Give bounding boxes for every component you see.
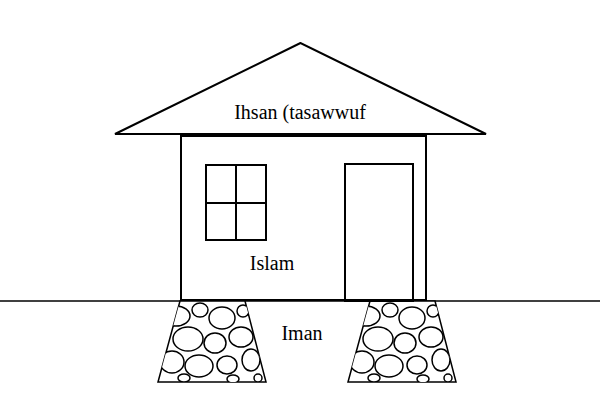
roof-triangle: Ihsan (tasawwuf bbox=[114, 42, 487, 135]
node-label: Islam bbox=[250, 251, 294, 275]
foundation-label: Iman bbox=[281, 321, 322, 345]
node-label: Ihsan (tasawwuf bbox=[234, 100, 366, 124]
label-holder: Iman bbox=[281, 321, 322, 345]
wall-box: Islam bbox=[180, 135, 427, 301]
